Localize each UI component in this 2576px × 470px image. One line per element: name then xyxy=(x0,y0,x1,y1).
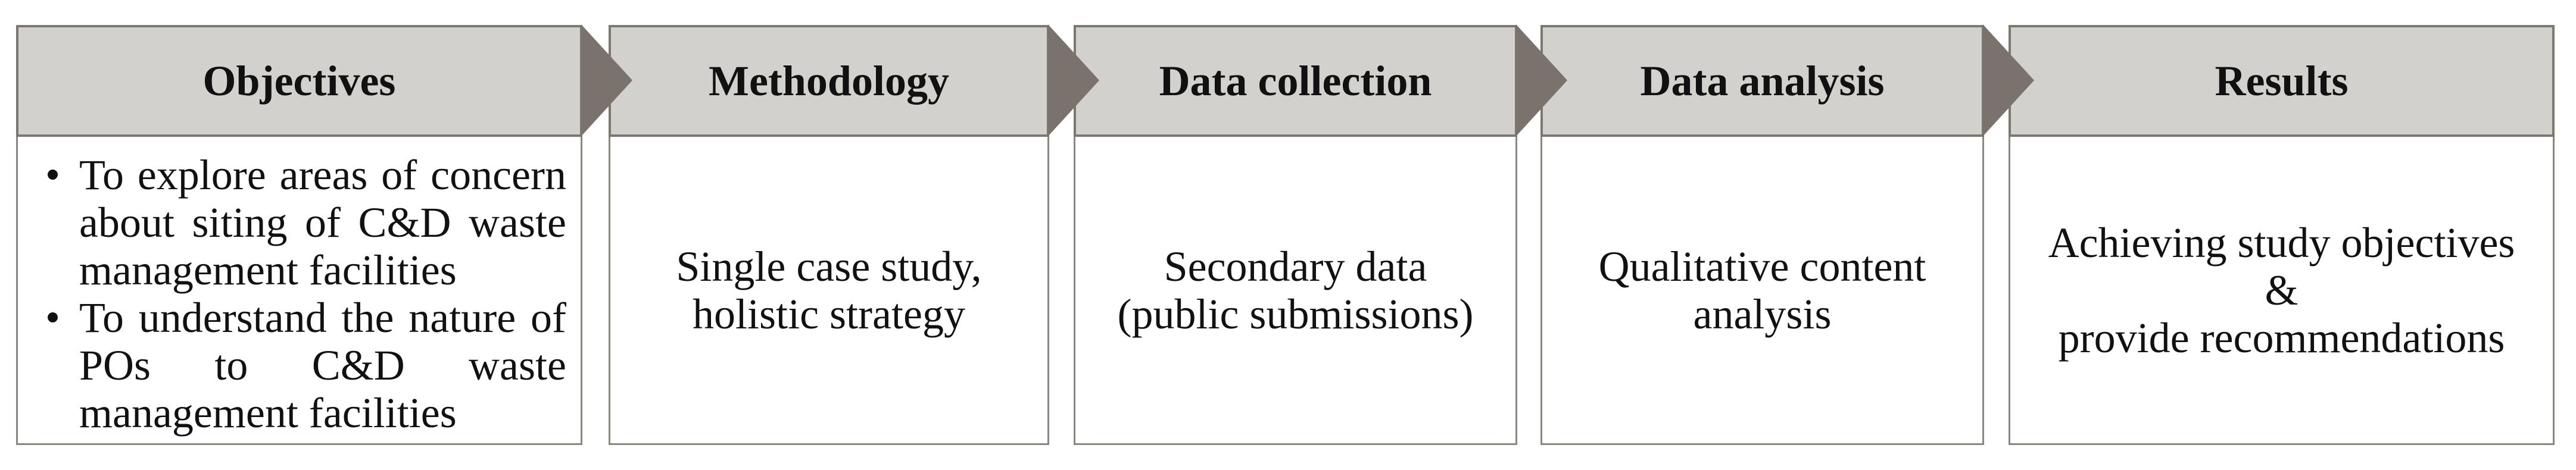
stage-column-methodology: Methodology Single case study, holistic … xyxy=(609,25,1049,445)
content-line: holistic strategy xyxy=(693,290,965,338)
content-line: Achieving study objectives xyxy=(2048,218,2515,267)
stage-title: Data collection xyxy=(1159,57,1432,105)
stage-column-objectives: Objectives To explore areas of concern a… xyxy=(16,25,582,445)
bullet-list: To explore areas of concern about siting… xyxy=(18,137,581,437)
stage-header: Data analysis xyxy=(1540,25,1984,137)
content-line: Single case study, xyxy=(676,242,982,290)
stage-column-results: Results Achieving study objectives & pro… xyxy=(2009,25,2555,445)
stage-header: Data collection xyxy=(1074,25,1517,137)
stage-header: Methodology xyxy=(609,25,1049,137)
flow-arrow-icon xyxy=(1983,24,2034,136)
stage-content: Achieving study objectives & provide rec… xyxy=(2009,137,2555,445)
stage-content: To explore areas of concern about siting… xyxy=(16,137,582,445)
content-line: (public submissions) xyxy=(1117,290,1474,338)
stage-content: Single case study, holistic strategy xyxy=(609,137,1049,445)
bullet-item: To explore areas of concern about siting… xyxy=(48,151,566,294)
bullet-item: To understand the nature of POs to C&D w… xyxy=(48,294,566,437)
content-line: & xyxy=(2265,266,2299,314)
content-line: provide recommendations xyxy=(2058,314,2505,362)
stage-title: Objectives xyxy=(202,57,396,105)
content-line: Qualitative content xyxy=(1598,242,1926,290)
content-line: analysis xyxy=(1693,290,1832,338)
flow-arrow-icon xyxy=(581,24,632,136)
stage-header: Objectives xyxy=(16,25,582,137)
stage-column-data-collection: Data collection Secondary data (public s… xyxy=(1074,25,1517,445)
flow-arrow-icon xyxy=(1048,24,1099,136)
stage-title: Data analysis xyxy=(1640,57,1885,105)
stage-content: Secondary data (public submissions) xyxy=(1074,137,1517,445)
flow-arrow-icon xyxy=(1516,24,1567,136)
stage-column-data-analysis: Data analysis Qualitative content analys… xyxy=(1540,25,1984,445)
stage-title: Results xyxy=(2215,57,2349,105)
stage-title: Methodology xyxy=(709,57,949,105)
stage-content: Qualitative content analysis xyxy=(1540,137,1984,445)
content-line: Secondary data xyxy=(1164,242,1427,290)
stage-header: Results xyxy=(2009,25,2555,137)
